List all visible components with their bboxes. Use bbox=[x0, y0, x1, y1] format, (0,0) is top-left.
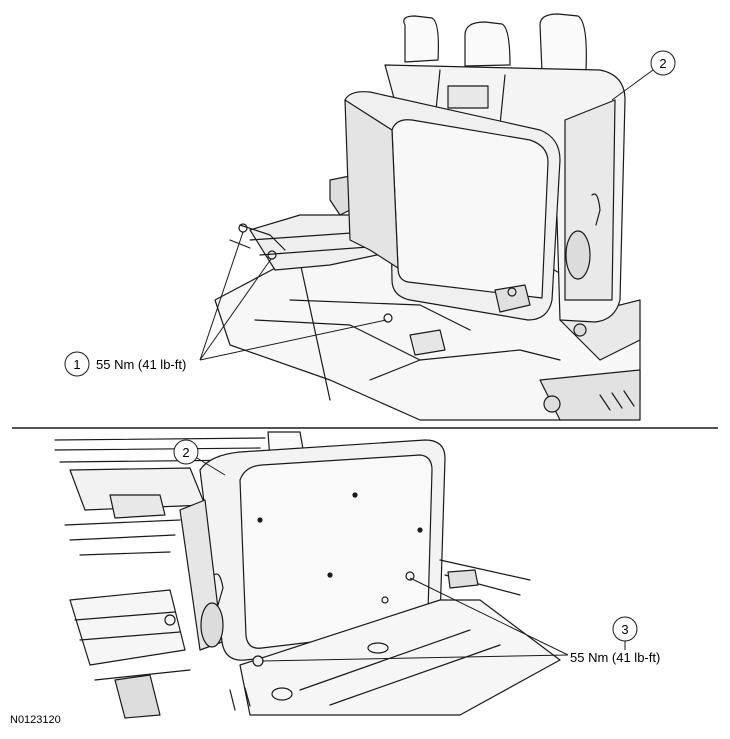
bottom-knob bbox=[200, 602, 224, 648]
headrest-center bbox=[464, 21, 511, 67]
floor-rib-4 bbox=[369, 349, 561, 381]
floor-rib-3 bbox=[254, 319, 421, 361]
bg-seat-rail-2 bbox=[64, 519, 181, 556]
left-stud-1 bbox=[238, 223, 248, 233]
bottom-panel bbox=[54, 431, 561, 719]
headrest-right bbox=[539, 13, 587, 73]
right-bolt-2 bbox=[381, 596, 389, 604]
floor-hole-2 bbox=[271, 687, 293, 701]
left-anchor bbox=[229, 687, 251, 711]
callout-2-bottom: 2 bbox=[173, 439, 226, 476]
callout-1-circle bbox=[64, 351, 90, 377]
panel-dot-3 bbox=[327, 572, 333, 578]
top-panel bbox=[214, 13, 641, 421]
callout-3-leaders bbox=[261, 577, 626, 662]
strap-handle bbox=[591, 193, 601, 226]
bg-seat-block bbox=[109, 494, 166, 519]
bottom-strap bbox=[213, 573, 224, 606]
callout-2-top-circle bbox=[650, 50, 676, 76]
panel-dot-1 bbox=[352, 492, 358, 498]
left-bracket bbox=[229, 224, 286, 251]
left-bolt bbox=[252, 655, 264, 667]
right-mount-bolt bbox=[507, 287, 517, 297]
bottom-floor-rib bbox=[299, 629, 501, 706]
floor-plug bbox=[543, 395, 561, 413]
panel-dot-2 bbox=[257, 517, 263, 523]
callout-3-torque: 55 Nm (41 lb-ft) bbox=[570, 650, 660, 665]
floor-rib-2 bbox=[289, 299, 471, 331]
bottom-floor bbox=[239, 599, 561, 716]
center-anchor bbox=[409, 329, 446, 356]
callout-3-number: 3 bbox=[621, 622, 628, 637]
callout-1-leaders bbox=[199, 231, 387, 361]
floor-hole bbox=[367, 642, 389, 654]
headrest-left bbox=[403, 15, 439, 63]
panel-dot-4 bbox=[417, 527, 423, 533]
bg-bracket bbox=[114, 674, 161, 719]
figure-id: N0123120 bbox=[10, 714, 61, 726]
callout-3-circle bbox=[612, 616, 638, 642]
floor-rib-1 bbox=[299, 261, 331, 401]
callout-1-torque: 55 Nm (41 lb-ft) bbox=[96, 357, 186, 372]
callout-3: 3 55 Nm (41 lb-ft) bbox=[570, 616, 660, 665]
pass-through-panel bbox=[447, 85, 489, 109]
callout-2-bottom-circle bbox=[173, 439, 199, 465]
right-bracket bbox=[447, 569, 479, 589]
left-stud-2 bbox=[267, 250, 277, 260]
callout-2-top: 2 bbox=[611, 50, 676, 101]
callout-2-top-number: 2 bbox=[659, 56, 666, 71]
bg-bolt bbox=[164, 614, 176, 626]
right-bolt bbox=[405, 571, 415, 581]
floor-vents bbox=[599, 390, 635, 411]
right-mount-bracket bbox=[494, 284, 531, 313]
folded-seat-side bbox=[344, 99, 399, 269]
callout-1: 1 55 Nm (41 lb-ft) bbox=[64, 351, 186, 377]
callout-2-bottom-number: 2 bbox=[182, 445, 189, 460]
washer-bolt bbox=[573, 323, 587, 337]
bg-floor-left bbox=[69, 589, 186, 666]
folded-seat-face bbox=[391, 119, 549, 299]
callout-1-number: 1 bbox=[73, 357, 80, 372]
side-knob bbox=[565, 230, 591, 280]
center-stud bbox=[383, 313, 393, 323]
bg-floor-ribs bbox=[74, 611, 191, 681]
